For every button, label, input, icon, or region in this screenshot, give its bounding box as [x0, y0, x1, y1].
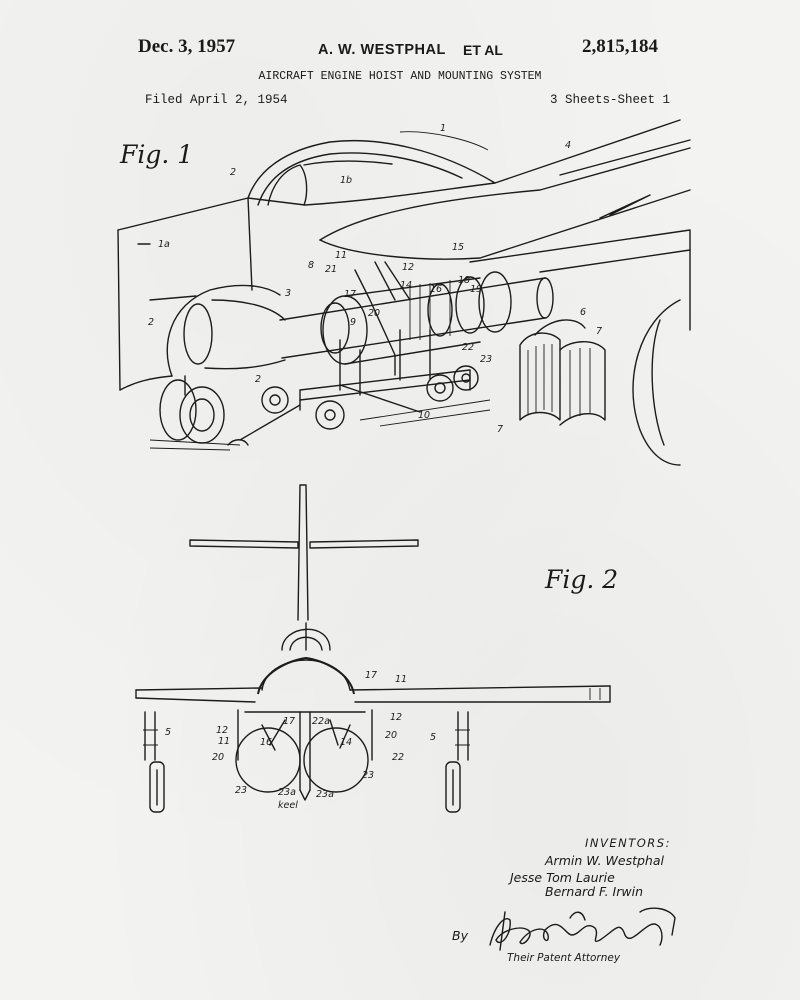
- callout-17: 17: [344, 289, 356, 300]
- callout-7b: 7: [497, 424, 503, 435]
- callout-2b: 2: [148, 317, 154, 328]
- callout-6: 6: [580, 307, 586, 318]
- f2-callout-23b: 23: [362, 770, 374, 781]
- callout-2c: 2: [255, 374, 261, 385]
- callout-19: 19: [470, 284, 482, 295]
- f2-callout-5a: 5: [165, 727, 171, 738]
- callout-10: 10: [418, 410, 430, 421]
- f2-callout-20a: 20: [212, 752, 224, 763]
- f2-callout-23a-left: 23a: [278, 787, 296, 798]
- callout-16: 16: [430, 284, 442, 295]
- callout-3: 3: [285, 288, 291, 299]
- inventor-name-2: Jesse Tom Laurie: [510, 870, 615, 885]
- f2-callout-14: 14: [340, 737, 352, 748]
- f2-callout-12a: 12: [216, 725, 228, 736]
- callout-4: 4: [565, 140, 571, 151]
- figure-1-drawing: 1 2 2 1a 1b 3 4 8 11 21 12 15 14 17 16 1…: [118, 120, 690, 465]
- callout-1: 1: [440, 123, 446, 134]
- callout-8: 8: [308, 260, 314, 271]
- f2-callout-12b: 12: [390, 712, 402, 723]
- callout-15: 15: [452, 242, 464, 253]
- f2-callout-22: 22: [392, 752, 404, 763]
- callout-20: 20: [368, 308, 380, 319]
- callout-22: 22: [462, 342, 474, 353]
- callout-2a: 2: [230, 167, 236, 178]
- inventors-heading: INVENTORS:: [585, 836, 671, 850]
- f2-callout-23a-right: 23a: [316, 789, 334, 800]
- callout-12: 12: [402, 262, 414, 273]
- figure-2-drawing: 17 11 12 11 17 22a 12 5 16 14 20 20 22 5…: [136, 485, 610, 812]
- callout-1a: 1a: [158, 239, 170, 250]
- f2-callout-23a: 23: [235, 785, 247, 796]
- callout-18: 18: [458, 275, 470, 286]
- f2-callout-20b: 20: [385, 730, 397, 741]
- inventor-name-3: Bernard F. Irwin: [545, 884, 643, 899]
- f2-callout-22a: 22a: [312, 716, 330, 727]
- f2-callout-11a: 11: [395, 674, 407, 685]
- f2-callout-11b: 11: [218, 736, 230, 747]
- f2-callout-17b: 17: [283, 716, 295, 727]
- f2-callout-17a: 17: [365, 670, 377, 681]
- callout-11: 11: [335, 250, 347, 261]
- attorney-signature: [490, 908, 675, 950]
- inventor-name-1: Armin W. Westphal: [545, 853, 664, 868]
- callout-1b: 1b: [340, 175, 352, 186]
- callout-7a: 7: [596, 326, 602, 337]
- f2-callout-5b: 5: [430, 732, 436, 743]
- f2-callout-keel: keel: [278, 800, 298, 811]
- callout-14: 14: [400, 280, 412, 291]
- callout-9: 9: [350, 317, 356, 328]
- by-label: By: [452, 928, 468, 943]
- f2-callout-16: 16: [260, 737, 272, 748]
- callout-23: 23: [480, 354, 492, 365]
- callout-21: 21: [325, 264, 337, 275]
- attorney-caption: Their Patent Attorney: [507, 952, 620, 964]
